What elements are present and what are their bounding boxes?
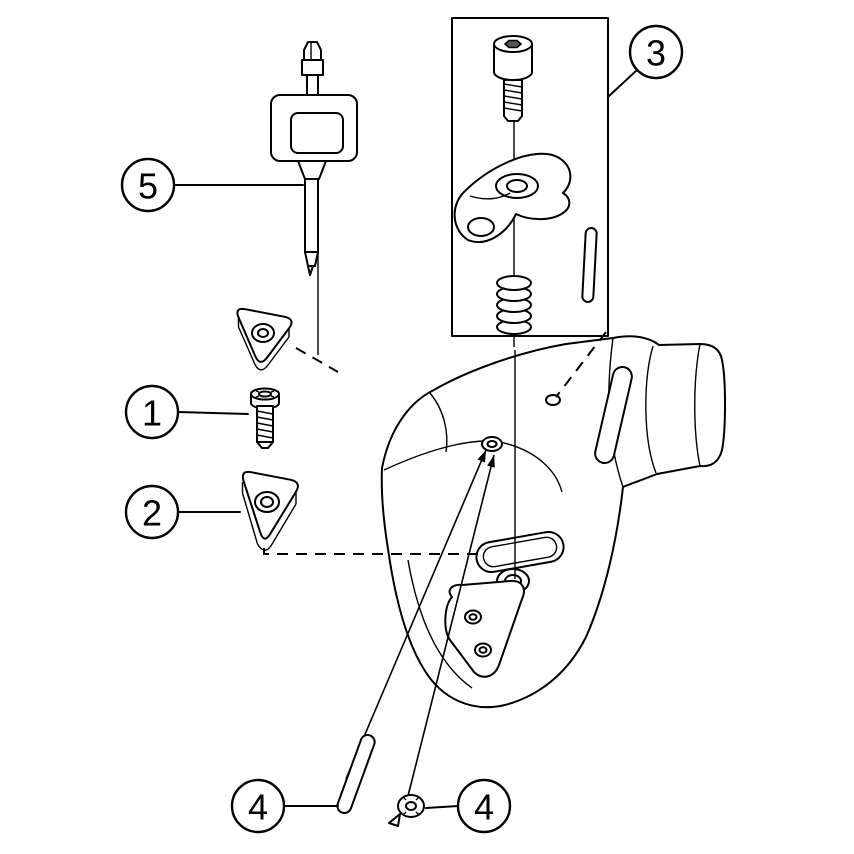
callout-4-left: 4 [230, 778, 339, 834]
clamp-spring [496, 275, 532, 335]
callout-label: 5 [138, 166, 158, 207]
callout-5: 5 [120, 157, 304, 213]
stop-screw-hole [481, 436, 503, 452]
clamp-screw [493, 35, 533, 122]
leader-line [608, 69, 638, 97]
callout-2: 2 [124, 484, 241, 540]
callout-label: 1 [142, 393, 162, 434]
dashed-line-pin [555, 331, 607, 398]
insert-pocket [444, 579, 525, 678]
callout-label: 2 [142, 493, 162, 534]
face-curve [499, 441, 563, 493]
callout-label: 4 [474, 787, 494, 828]
hex-socket-icon [503, 39, 523, 49]
key-shaft [304, 178, 319, 253]
callout-1: 1 [124, 384, 249, 440]
wiper-insert [236, 307, 293, 371]
torx-socket-icon [258, 390, 272, 398]
group-box [451, 17, 609, 337]
arrowhead-icon [487, 455, 495, 468]
callout-3: 3 [608, 24, 684, 97]
clamp-slot [594, 366, 633, 464]
stop-screw [388, 794, 425, 827]
lock-pin [581, 227, 598, 303]
cutting-head-body [380, 335, 726, 709]
leader-line [425, 805, 459, 809]
callout-4-right: 4 [425, 778, 512, 834]
callout-label: 4 [248, 787, 268, 828]
torx-socket-icon [405, 801, 417, 811]
leader-line [177, 411, 249, 415]
arrowhead-icon [477, 450, 486, 463]
insert-pocket-window [475, 530, 565, 574]
torx-key [270, 41, 358, 355]
cylinder-edge [645, 345, 657, 474]
insert-clamp [453, 152, 572, 243]
pin-hole [545, 394, 561, 406]
cutting-insert [241, 470, 299, 551]
pointer-lines [345, 449, 495, 797]
cylinder-step [694, 343, 701, 467]
flute-curve [407, 559, 473, 689]
bevel-edge [429, 392, 448, 453]
callout-label: 3 [646, 33, 666, 74]
dashed-line-insert1 [295, 347, 339, 373]
stop-pin [336, 734, 376, 814]
insert-screw [250, 387, 280, 449]
